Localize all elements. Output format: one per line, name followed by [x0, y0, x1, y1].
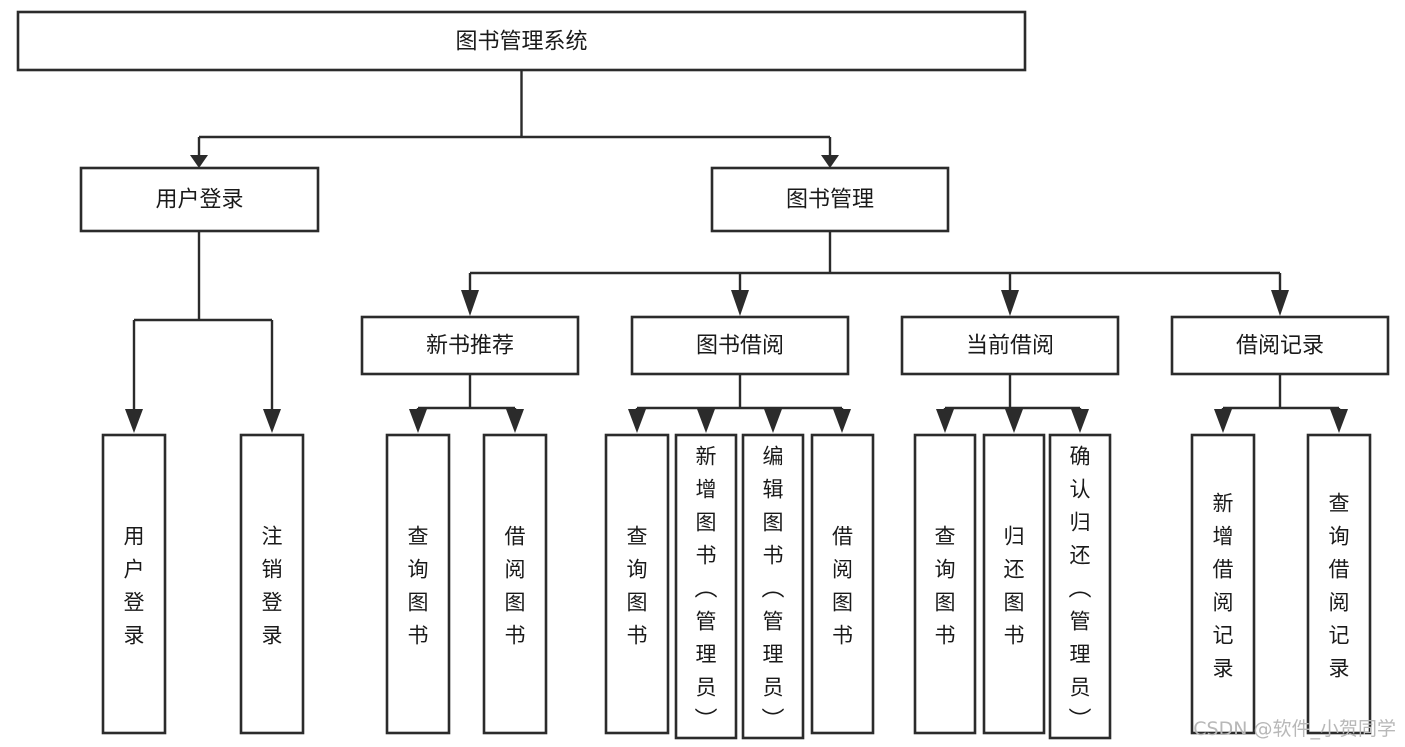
connector-newbook-to-leaves — [416, 374, 517, 422]
node-book-management-label: 图书管理 — [786, 188, 874, 213]
connector-record-to-leaves — [1221, 374, 1341, 422]
node-current-borrow[interactable]: 当前借阅 — [900, 315, 1120, 376]
leaf-node-label: 查询借阅记录 — [1329, 492, 1350, 681]
node-current-borrow-box[interactable] — [900, 315, 1120, 376]
node-current-borrow-label: 当前借阅 — [966, 334, 1054, 359]
node-new-book-recommend-label: 新书推荐 — [426, 334, 514, 359]
watermark-label: CSDN @软件_小贺同学 — [1193, 718, 1396, 740]
leaf-node-box[interactable] — [239, 433, 305, 735]
leaf-node-label: 借阅图书 — [505, 525, 526, 648]
node-root-label: 图书管理系统 — [455, 30, 587, 55]
leaf-node[interactable]: 查询图书 — [913, 433, 977, 735]
connector-layer — [132, 70, 1341, 422]
leaf-node-box[interactable] — [674, 433, 738, 740]
leaf-node-box[interactable] — [741, 433, 805, 740]
leaf-node-label: 归还图书 — [1004, 525, 1025, 648]
arrow-down-icon — [1005, 409, 1023, 433]
node-book-borrow-box[interactable] — [630, 315, 850, 376]
node-borrow-record-label: 借阅记录 — [1236, 334, 1324, 359]
arrow-down-icon — [764, 409, 782, 433]
leaf-node[interactable]: 借阅图书 — [482, 433, 548, 735]
connector-borrow-to-leaves — [635, 374, 844, 422]
leaf-node-label: 新增借阅记录 — [1213, 492, 1234, 681]
connector-userlogin-to-leaves — [132, 231, 274, 422]
leaf-node-label: 查询图书 — [408, 525, 429, 648]
arrow-down-icon — [1214, 409, 1232, 433]
node-book-management[interactable]: 图书管理 — [710, 166, 950, 233]
leaf-node-box[interactable] — [482, 433, 548, 735]
leaf-node-label: 用户登录 — [124, 525, 145, 648]
arrow-down-icon — [1001, 290, 1019, 316]
leaf-node-label: 查询图书 — [627, 525, 648, 648]
arrow-down-icon — [409, 409, 427, 433]
leaf-node-box[interactable] — [604, 433, 670, 735]
leaf-node-label: 借阅图书 — [832, 525, 853, 648]
leaf-node-label: 新增图书︵管理员︶ — [695, 445, 718, 734]
arrow-down-icon — [1330, 409, 1348, 433]
leaf-node-box[interactable] — [1306, 433, 1372, 735]
arrowhead-layer — [125, 155, 1348, 433]
connector-bookmgmt-to-level3 — [468, 231, 1282, 304]
arrow-down-icon — [461, 290, 479, 316]
node-book-borrow[interactable]: 图书借阅 — [630, 315, 850, 376]
leaf-node[interactable]: 新增借阅记录 — [1190, 433, 1256, 735]
arrow-down-icon — [821, 155, 839, 168]
leaf-node[interactable]: 新增图书︵管理员︶ — [674, 433, 738, 740]
leaf-node-label: 注销登录 — [262, 525, 283, 648]
leaf-node[interactable]: 查询借阅记录 — [1306, 433, 1372, 735]
leaf-node[interactable]: 确认归还︵管理员︶ — [1048, 433, 1112, 740]
arrow-down-icon — [125, 409, 143, 433]
leaf-node[interactable]: 用户登录 — [101, 433, 167, 735]
arrow-down-icon — [697, 409, 715, 433]
leaf-node-label: 编辑图书︵管理员︶ — [762, 445, 785, 734]
leaf-node-label: 查询图书 — [935, 525, 956, 648]
leaf-node[interactable]: 查询图书 — [385, 433, 451, 735]
arrow-down-icon — [1271, 290, 1289, 316]
node-new-book-recommend-box[interactable] — [360, 315, 580, 376]
node-user-login-label: 用户登录 — [155, 188, 243, 213]
arrow-down-icon — [190, 155, 208, 168]
leaf-node[interactable]: 归还图书 — [982, 433, 1046, 735]
arrow-down-icon — [833, 409, 851, 433]
arrow-down-icon — [1071, 409, 1089, 433]
node-new-book-recommend[interactable]: 新书推荐 — [360, 315, 580, 376]
leaf-node[interactable]: 编辑图书︵管理员︶ — [741, 433, 805, 740]
leaf-node-box[interactable] — [982, 433, 1046, 735]
node-root[interactable]: 图书管理系统 — [16, 10, 1027, 72]
arrow-down-icon — [263, 409, 281, 433]
node-user-login[interactable]: 用户登录 — [79, 166, 320, 233]
leaf-node[interactable]: 借阅图书 — [810, 433, 875, 735]
leaf-node-box[interactable] — [1190, 433, 1256, 735]
leaf-node-box[interactable] — [101, 433, 167, 735]
node-book-borrow-label: 图书借阅 — [696, 334, 784, 359]
arrow-down-icon — [731, 290, 749, 316]
node-user-login-box[interactable] — [79, 166, 320, 233]
connector-root-to-level2 — [197, 70, 832, 155]
leaf-node[interactable]: 注销登录 — [239, 433, 305, 735]
arrow-down-icon — [628, 409, 646, 433]
node-book-management-box[interactable] — [710, 166, 950, 233]
leaf-node-layer: 用户登录 注销登录 查询图书 借阅图书 查询图书 新增图书︵管理员︶ 编辑图书︵管理员︶ 借阅… — [101, 433, 1372, 740]
leaf-node-label: 确认归还︵管理员︶ — [1069, 445, 1092, 734]
leaf-node-box[interactable] — [1048, 433, 1112, 740]
leaf-node-box[interactable] — [913, 433, 977, 735]
node-borrow-record-box[interactable] — [1170, 315, 1390, 376]
arrow-down-icon — [936, 409, 954, 433]
arrow-down-icon — [506, 409, 524, 433]
node-root-box[interactable] — [16, 10, 1027, 72]
leaf-node-box[interactable] — [385, 433, 451, 735]
leaf-node[interactable]: 查询图书 — [604, 433, 670, 735]
node-borrow-record[interactable]: 借阅记录 — [1170, 315, 1390, 376]
leaf-node-box[interactable] — [810, 433, 875, 735]
